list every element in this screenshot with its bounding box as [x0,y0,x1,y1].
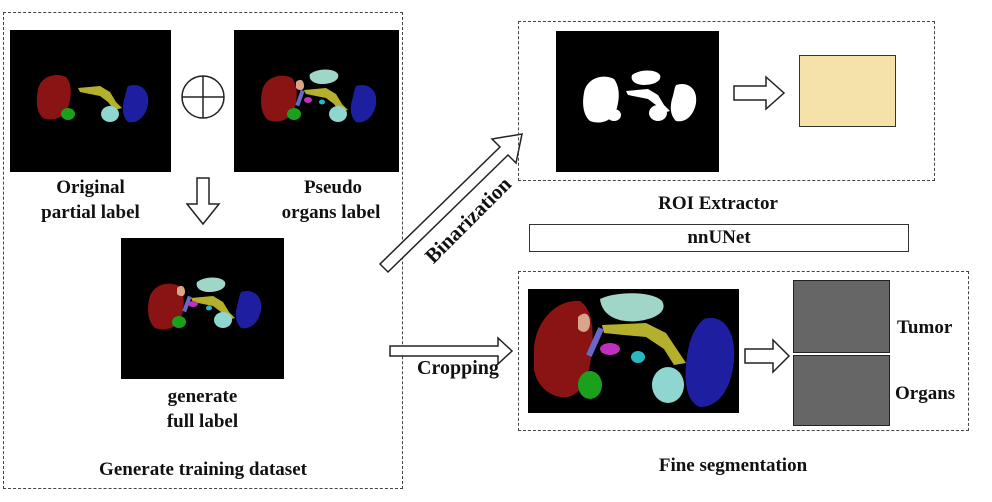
original-label-line1: Original [56,177,125,198]
liver-shape [36,74,71,120]
kidney-cyan-shape [214,312,232,328]
binarization-label: Binarization [419,171,517,269]
kidney-green-shape [172,316,186,328]
stomach-shape [309,69,339,84]
pseudo-organs-label-image [234,30,399,172]
kidney-cyan-shape [329,106,347,122]
spleen-shape [685,317,735,407]
binarized-mask-image [556,31,719,172]
spleen-shape [122,84,149,123]
roi-extractor-label: ROI Extractor [658,193,778,214]
roi-extractor-panel [518,21,935,181]
cyan-small-shape [631,351,645,363]
pseudo-label-line1: Pseudo [303,177,363,198]
kidney-green-shape [61,108,75,120]
tumor-label: Tumor [897,317,953,338]
kidney-green-shape [578,371,602,399]
gallbladder-shape [296,79,304,91]
aorta-shape [586,327,604,357]
pancreas-shape [602,323,686,365]
fine-segmentation-panel [518,271,969,431]
gallbladder-shape [177,285,185,297]
generated-full-label-image [121,238,284,379]
kidney-cyan-shape [101,106,119,122]
stomach-shape [600,293,664,322]
original-label-line2: partial label [41,202,140,223]
spleen-shape [350,84,377,123]
roi-box [799,55,896,127]
cyan-small-shape [206,305,212,311]
fine-segmentation-label: Fine segmentation [658,455,808,476]
cropping-label: Cropping [417,357,499,379]
generate-label-line2: full label [166,411,239,432]
training-dataset-label: Generate training dataset [99,459,307,480]
pancreas-shape [304,88,348,112]
magenta-organ-shape [304,97,312,103]
cyan-small-shape [319,99,325,105]
liver-shape [261,75,297,122]
spleen-shape [235,290,262,329]
organs-output-box [793,355,890,426]
original-partial-label-image [10,30,171,172]
pancreas-shape [78,86,122,110]
kidney-cyan-shape [652,367,684,403]
gallbladder-shape [578,313,590,332]
organs-label: Organs [895,383,956,404]
magenta-organ-shape [600,343,620,355]
magenta-organ-shape [188,301,198,307]
stomach-shape [196,277,226,292]
cropped-label-image [528,289,739,413]
tumor-output-box [793,280,890,353]
aorta-shape [182,295,192,313]
generate-label-line1: generate [167,386,238,407]
aorta-shape [295,89,305,107]
pseudo-label-line2: organs label [281,202,381,223]
kidney-green-shape [287,108,301,120]
nnunet-bar: nnUNet [529,224,909,252]
